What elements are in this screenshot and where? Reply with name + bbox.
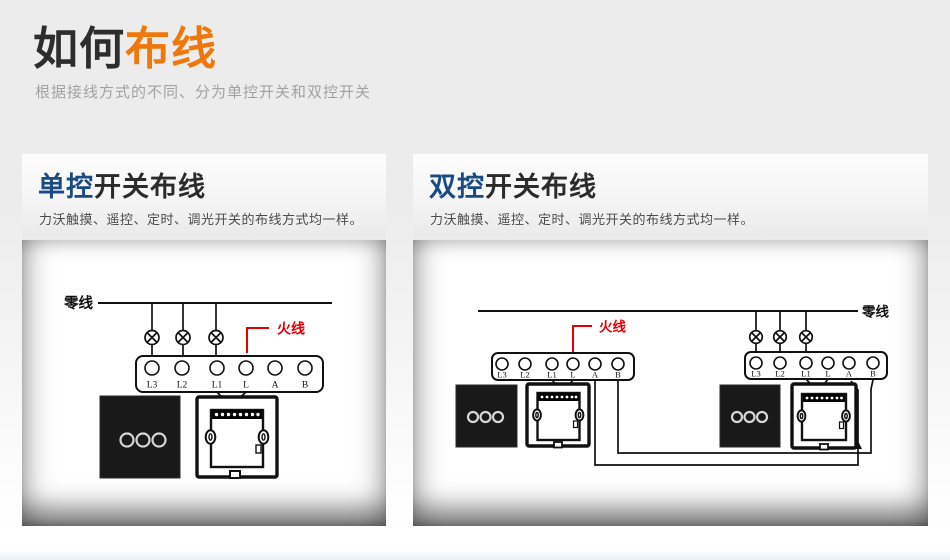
switch-button-icon: [151, 432, 167, 448]
card-single-title-accent: 单控: [38, 172, 94, 202]
bottom-notch: [819, 443, 829, 451]
switch-button-icon: [479, 410, 492, 424]
screw-hole-icon: [532, 408, 542, 422]
mounting-box: [195, 395, 279, 479]
single-control-diagram-svg: 零线: [63, 294, 332, 479]
screw-hole-icon: [574, 408, 585, 422]
card-single-header: 单控开关布线 力沃触摸、遥控、定时、调光开关的布线方式均一样。: [22, 154, 386, 240]
terminal-label: B: [302, 381, 308, 391]
touch-switch-panel-1: [455, 384, 518, 448]
terminal-label: L1: [801, 369, 810, 379]
lamp-icons: [144, 303, 224, 361]
neutral-wire-label: 零线: [861, 304, 890, 320]
terminal-label: L1: [547, 370, 556, 380]
lamp-icon: [772, 311, 788, 357]
page-header: 如何布线 根据接线方式的不同、分为单控开关和双控开关: [33, 22, 371, 102]
connector-tab: [572, 420, 579, 429]
wiring-diagram-single: 零线: [22, 240, 386, 526]
switch-button-icon: [491, 410, 505, 424]
screw-hole-icon: [257, 429, 270, 445]
bottom-notch: [553, 441, 563, 449]
terminal-label: L2: [177, 381, 188, 391]
terminal-label: L2: [520, 370, 529, 380]
terminal-labels: L3 L2 L1 L A B: [751, 369, 876, 379]
screw-hole-icon: [796, 409, 807, 423]
card-single-description: 力沃触摸、遥控、定时、调光开关的布线方式均一样。: [39, 211, 364, 227]
switch-button-icon: [119, 432, 135, 448]
double-control-diagram-svg: 零线: [455, 304, 890, 466]
live-wire-label: 火线: [277, 321, 305, 338]
terminal-block: L3 L2 L1 L A B: [135, 355, 324, 393]
terminal-label: L2: [775, 369, 784, 379]
terminal-label: A: [592, 370, 599, 380]
terminal-strip: [212, 410, 262, 419]
terminal-label: A: [846, 369, 853, 379]
card-double-control: 双控开关布线 力沃触摸、遥控、定时、调光开关的布线方式均一样。 零线: [413, 154, 928, 526]
terminal-labels: L3 L2 L1 L A B: [147, 381, 308, 391]
page-title-prefix: 如何: [33, 23, 126, 74]
connector-tab: [838, 421, 845, 430]
terminal-label: L: [570, 370, 575, 380]
lamp-icon: [175, 303, 191, 361]
terminal-block-switch2: L3 L2 L1 L A B: [744, 351, 888, 380]
switch-button-icon: [743, 410, 756, 424]
touch-switch-panel-2: [719, 384, 781, 448]
terminal-strip: [538, 393, 579, 401]
neutral-wire-label: 零线: [63, 294, 93, 312]
live-wire: 火线: [572, 319, 627, 353]
switch-button-icon: [135, 432, 151, 448]
card-double-title: 双控开关布线: [429, 172, 928, 203]
lamp-icon: [144, 303, 160, 361]
live-wire: 火线: [246, 321, 305, 353]
screw-hole-icon: [841, 409, 851, 423]
terminal-label: L: [243, 381, 249, 391]
terminal-label: L1: [212, 381, 223, 391]
card-double-title-rest: 开关布线: [485, 172, 597, 202]
lamp-icons: [748, 311, 814, 357]
card-double-header: 双控开关布线 力沃触摸、遥控、定时、调光开关的布线方式均一样。: [413, 154, 928, 240]
card-single-control: 单控开关布线 力沃触摸、遥控、定时、调光开关的布线方式均一样。 零线: [22, 154, 386, 526]
screw-hole-icon: [204, 429, 217, 445]
terminal-label: L3: [497, 370, 506, 380]
page-title-accent: 布线: [125, 23, 218, 74]
bottom-notch: [229, 470, 241, 479]
terminal-label: B: [615, 370, 621, 380]
mounting-box-1: [525, 382, 591, 449]
terminal-block-switch1: L3 L2 L1 L A B: [491, 352, 635, 381]
lamp-icon: [798, 311, 814, 357]
touch-switch-panel: [99, 395, 181, 479]
lamp-icon: [748, 311, 764, 357]
page-title: 如何布线: [33, 22, 371, 75]
bottom-strip: [0, 552, 950, 560]
terminal-strip: [803, 394, 845, 402]
terminal-labels: L3 L2 L1 L A B: [497, 370, 621, 380]
wiring-diagram-double: 零线: [413, 240, 928, 526]
terminal-label: B: [870, 369, 876, 379]
connector-tab: [255, 444, 262, 454]
lamp-icon: [208, 303, 224, 361]
page-subtitle: 根据接线方式的不同、分为单控开关和双控开关: [35, 84, 372, 102]
card-single-title: 单控开关布线: [38, 172, 386, 203]
live-wire-label: 火线: [599, 319, 627, 335]
terminal-label: A: [272, 381, 279, 391]
terminal-label: L3: [751, 369, 760, 379]
switch-button-icon: [466, 410, 480, 424]
switch-button-icon: [755, 410, 769, 424]
mounting-box-2: [790, 382, 858, 451]
card-single-title-rest: 开关布线: [94, 172, 206, 202]
card-double-title-accent: 双控: [429, 172, 485, 202]
card-double-description: 力沃触摸、遥控、定时、调光开关的布线方式均一样。: [430, 211, 755, 227]
switch-button-icon: [730, 410, 744, 424]
terminal-label: L3: [147, 381, 158, 391]
traveler-wire-b: [617, 379, 874, 454]
terminal-label: L: [825, 369, 830, 379]
